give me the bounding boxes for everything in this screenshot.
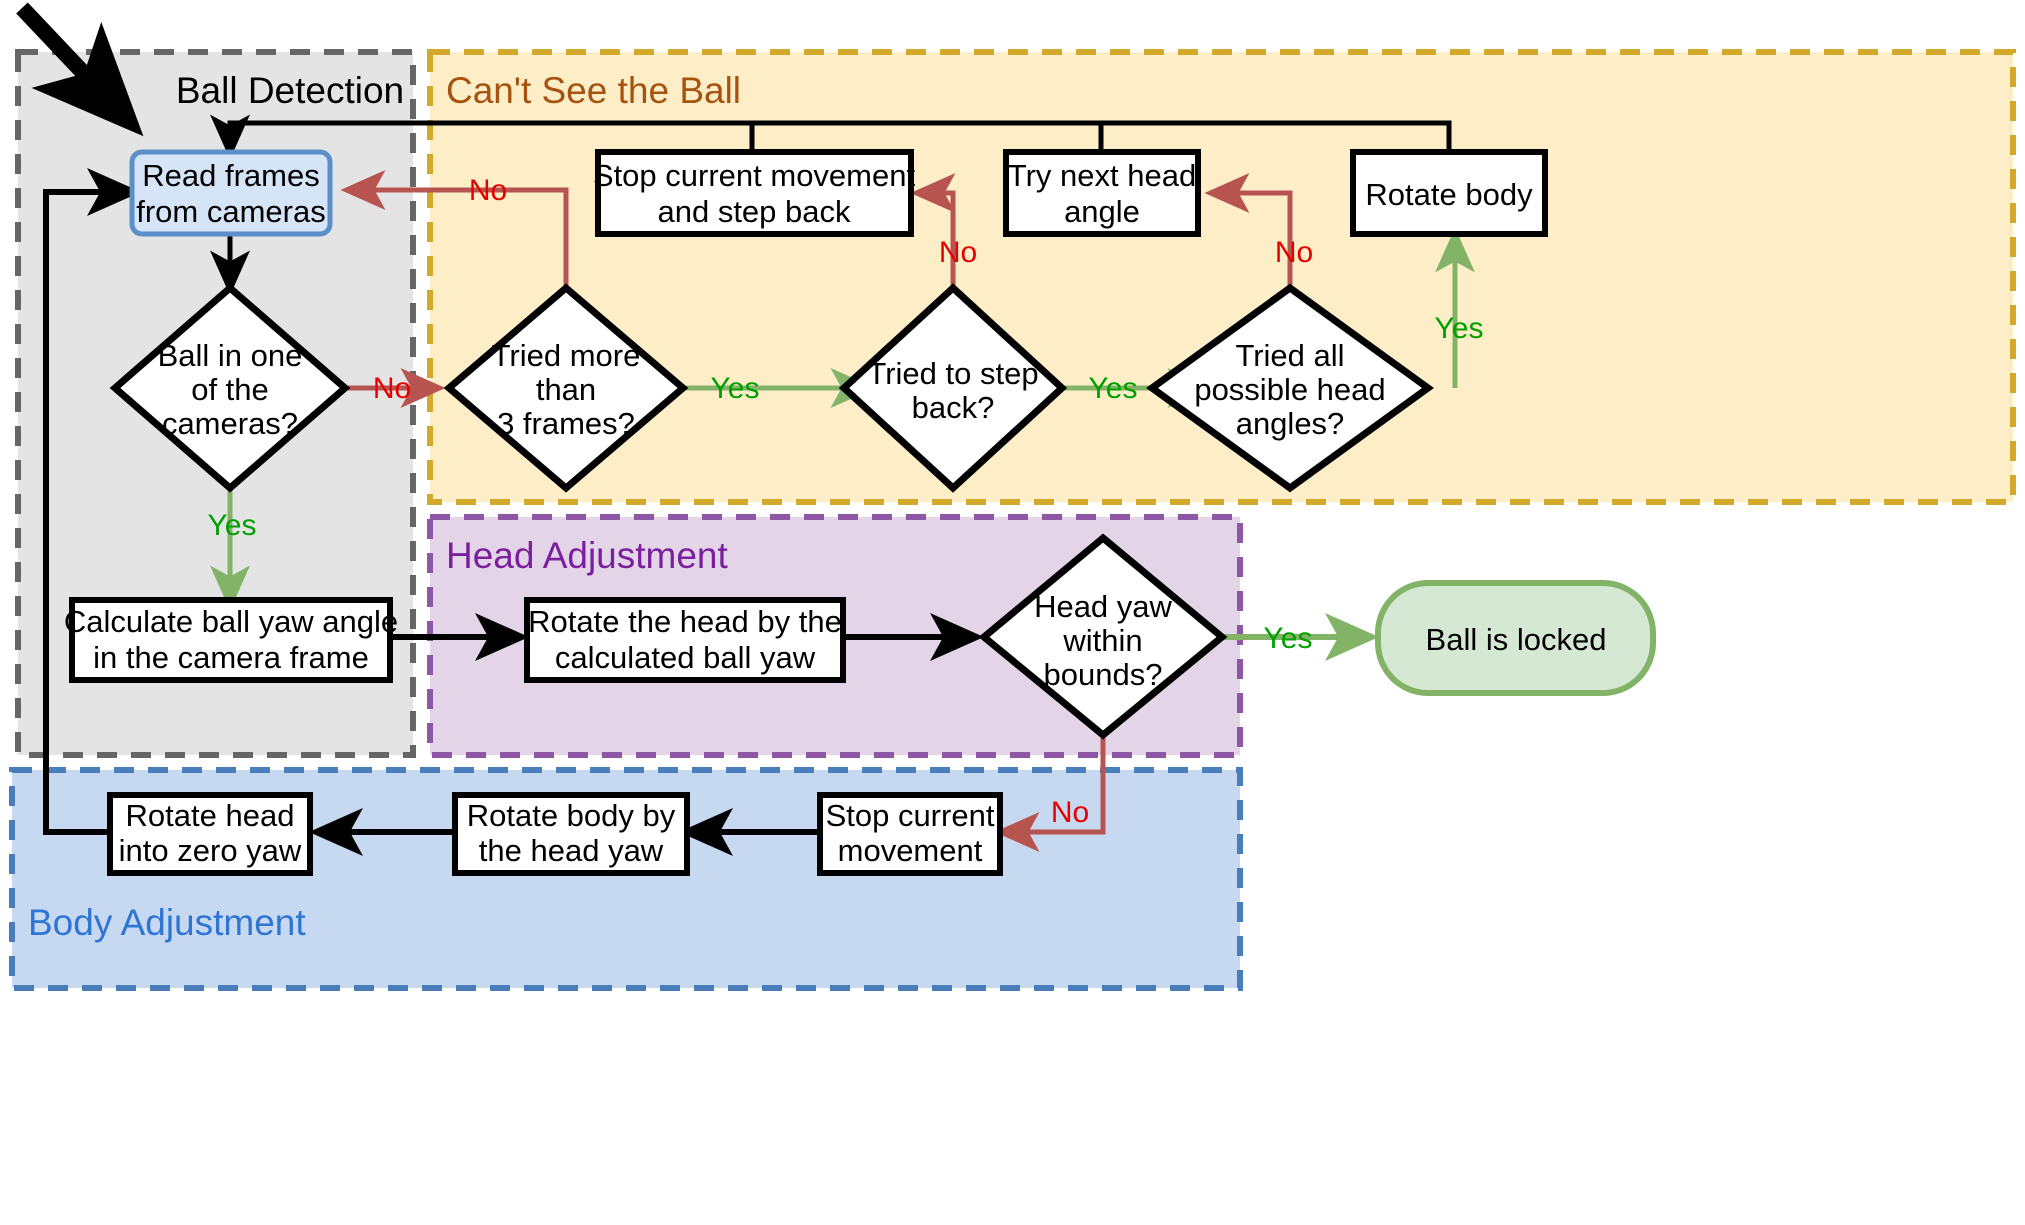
node-rotate-body-head-yaw[interactable]: Rotate body by the head yaw: [452, 792, 690, 876]
node-rotate-head-zero-yaw[interactable]: Rotate head into zero yaw: [107, 792, 313, 876]
node-tried-all-head-angles[interactable]: Tried all possible head angles?: [1146, 283, 1434, 493]
node-tried-more-3-frames-line-1: than: [536, 372, 596, 407]
node-tried-more-3-frames-line-2: 3 frames?: [497, 406, 635, 441]
node-ball-is-locked[interactable]: Ball is locked: [1375, 580, 1656, 696]
edge-loopback-left-rail: [43, 168, 141, 835]
node-calculate-ball-yaw-line-1: in the camera frame: [93, 640, 369, 675]
node-tried-all-head-angles-line-0: Tried all: [1235, 338, 1344, 373]
node-ball-in-cameras-line-2: cameras?: [162, 406, 298, 441]
edge-no-2: No: [340, 170, 569, 288]
node-stop-movement-step-back[interactable]: Stop current movement and step back: [593, 149, 916, 237]
edge-label-no-3: No: [939, 236, 977, 269]
group-label-cant-see-ball: Can't See the Ball: [446, 70, 741, 111]
edge-label-no-5: No: [1051, 796, 1089, 829]
node-ball-in-cameras-line-0: Ball in one: [158, 338, 303, 373]
node-calculate-ball-yaw-line-0: Calculate ball yaw angle: [64, 604, 398, 639]
node-tried-more-3-frames[interactable]: Tried more than 3 frames?: [443, 283, 689, 493]
node-tried-more-3-frames-line-0: Tried more: [492, 338, 641, 373]
edge-feedback-top-rail: [210, 114, 1452, 160]
edge-label-yes-2: Yes: [711, 372, 760, 405]
edge-yes-1: Yes: [208, 487, 257, 611]
node-read-frames-line-1: from cameras: [136, 194, 325, 229]
node-head-yaw-within-bounds[interactable]: Head yaw within bounds?: [978, 533, 1228, 740]
node-tried-step-back-line-1: back?: [912, 390, 995, 425]
edge-yes-2: Yes: [683, 368, 876, 408]
node-try-next-head-angle-line-0: Try next head: [1008, 158, 1196, 193]
node-ball-is-locked-line-0: Ball is locked: [1426, 622, 1607, 657]
edge-entry: [16, 2, 144, 137]
node-head-yaw-within-bounds-line-2: bounds?: [1044, 657, 1163, 692]
edge-label-no-2: No: [469, 174, 507, 207]
node-rotate-head-calculated-yaw-line-1: calculated ball yaw: [555, 640, 816, 675]
node-head-yaw-within-bounds-line-1: within: [1062, 623, 1142, 658]
node-stop-current-movement-line-0: Stop current: [826, 798, 995, 833]
node-stop-current-movement[interactable]: Stop current movement: [817, 792, 1003, 876]
node-tried-step-back[interactable]: Tried to step back?: [838, 283, 1068, 493]
edge-label-no-4: No: [1275, 236, 1313, 269]
node-tried-all-head-angles-line-1: possible head: [1194, 372, 1385, 407]
edge-yes-3: Yes: [1062, 368, 1213, 408]
node-stop-movement-step-back-line-0: Stop current movement: [593, 158, 916, 193]
edge-yes-4: Yes: [1435, 227, 1484, 388]
group-label-body-adjustment: Body Adjustment: [28, 902, 306, 943]
node-rotate-body-line-0: Rotate body: [1365, 177, 1533, 212]
edge-label-no-1: No: [373, 372, 411, 405]
node-rotate-body-head-yaw-line-1: the head yaw: [479, 833, 664, 868]
edge-no-4: No: [1204, 173, 1313, 288]
edge-label-yes-5: Yes: [1264, 622, 1313, 655]
edge-yes-5: Yes: [1222, 613, 1379, 661]
node-calculate-ball-yaw[interactable]: Calculate ball yaw angle in the camera f…: [64, 597, 398, 683]
node-rotate-head-zero-yaw-line-0: Rotate head: [126, 798, 295, 833]
edge-label-yes-4: Yes: [1435, 312, 1484, 345]
node-rotate-body[interactable]: Rotate body: [1350, 149, 1548, 237]
node-read-frames[interactable]: Read frames from cameras: [129, 149, 333, 237]
node-rotate-head-calculated-yaw[interactable]: Rotate the head by the calculated ball y…: [524, 597, 846, 683]
node-ball-in-cameras[interactable]: Ball in one of the cameras?: [109, 283, 351, 493]
node-tried-all-head-angles-line-2: angles?: [1236, 406, 1345, 441]
node-rotate-head-zero-yaw-line-1: into zero yaw: [119, 833, 302, 868]
edge-no-3: No: [910, 173, 977, 288]
node-ball-in-cameras-line-1: of the: [191, 372, 269, 407]
edge-label-yes-3: Yes: [1089, 372, 1138, 405]
edge-label-yes-1: Yes: [208, 509, 257, 542]
edge-no-1: No: [345, 368, 446, 408]
group-label-ball-detection: Ball Detection: [176, 70, 404, 111]
group-label-head-adjustment: Head Adjustment: [446, 535, 729, 576]
node-read-frames-line-0: Read frames: [142, 158, 319, 193]
node-try-next-head-angle[interactable]: Try next head angle: [1003, 149, 1201, 237]
node-tried-step-back-line-0: Tried to step: [867, 356, 1038, 391]
node-rotate-head-calculated-yaw-line-0: Rotate the head by the: [528, 604, 842, 639]
node-rotate-body-head-yaw-line-0: Rotate body by: [467, 798, 676, 833]
edge-no-5: No: [994, 733, 1106, 852]
node-head-yaw-within-bounds-line-0: Head yaw: [1034, 589, 1172, 624]
node-stop-movement-step-back-line-1: and step back: [657, 194, 851, 229]
node-stop-current-movement-line-1: movement: [838, 833, 983, 868]
node-try-next-head-angle-line-1: angle: [1064, 194, 1140, 229]
